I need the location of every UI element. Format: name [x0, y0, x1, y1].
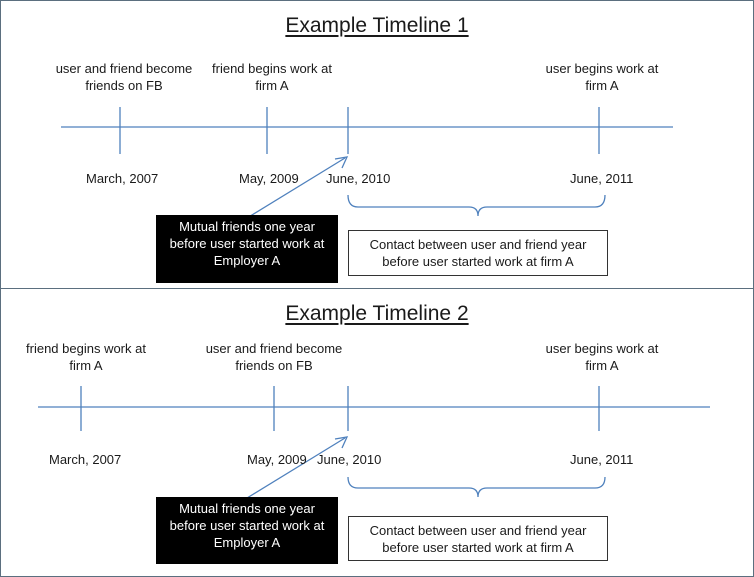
timeline-panel-1: Example Timeline 1 user and friend becom… [0, 0, 754, 289]
date-label: June, 2010 [317, 452, 382, 467]
timeline-graphic [61, 107, 673, 219]
mutual-friends-box: Mutual friends one year before user star… [156, 215, 338, 283]
arrow-head [334, 436, 349, 449]
range-brace [347, 194, 606, 217]
timeline-panel-2: Example Timeline 2 friend begins work at… [0, 288, 754, 577]
date-label: March, 2007 [49, 452, 122, 467]
date-label: March, 2007 [86, 171, 159, 186]
date-label: June, 2010 [326, 171, 391, 186]
date-label: May, 2009 [239, 171, 299, 186]
range-brace [347, 476, 606, 498]
timeline-graphic [38, 386, 710, 499]
pointer-arrow [246, 437, 346, 499]
date-label: June, 2011 [570, 171, 634, 186]
timeline-title: Example Timeline 2 [285, 302, 469, 325]
arrow-head [334, 156, 349, 169]
date-label: June, 2011 [570, 452, 634, 467]
mutual-friends-box: Mutual friends one year before user star… [156, 497, 338, 564]
pointer-arrow [246, 157, 346, 219]
date-label: May, 2009 [247, 452, 307, 467]
contact-box: Contact between user and friend year bef… [348, 516, 608, 561]
contact-box: Contact between user and friend year bef… [348, 230, 608, 276]
timeline-title: Example Timeline 1 [285, 14, 469, 37]
